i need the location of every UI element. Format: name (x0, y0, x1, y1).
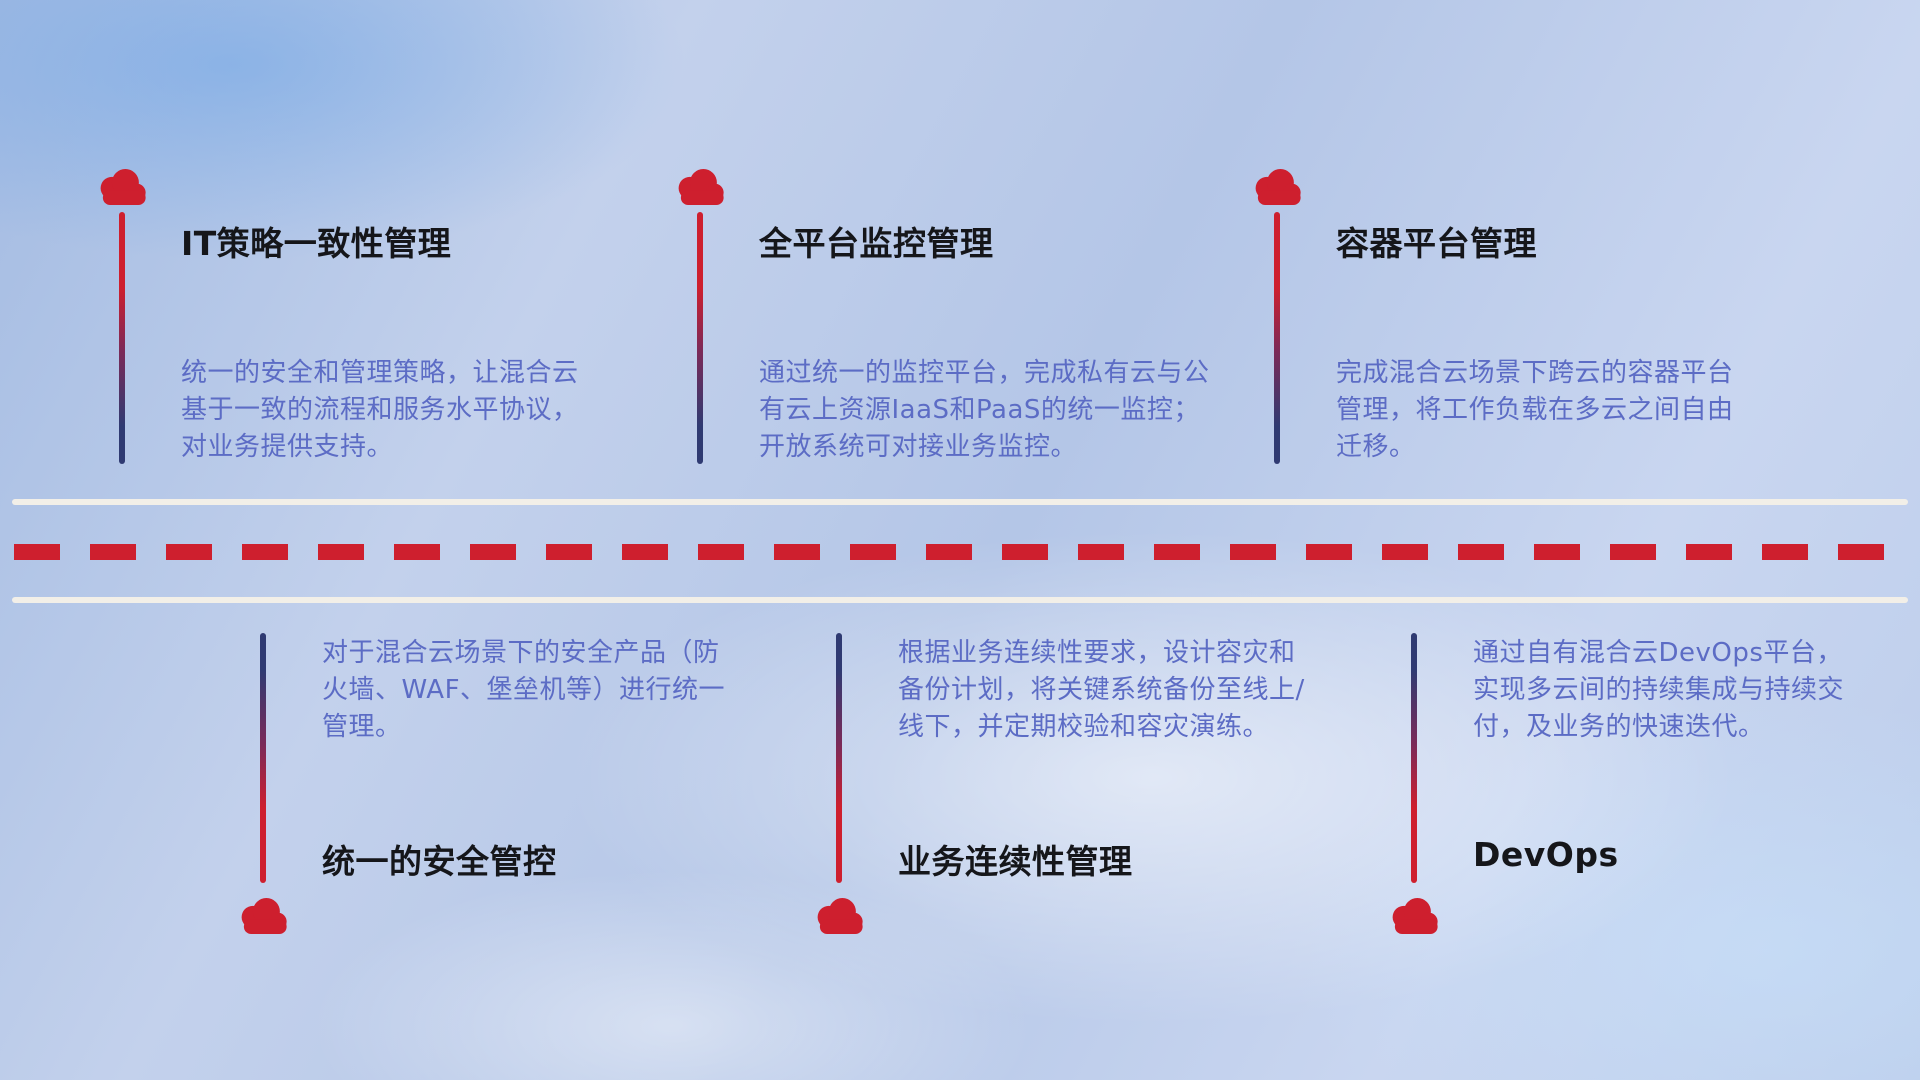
cloud-icon (1255, 169, 1301, 205)
feature-description: 通过自有混合云DevOps平台，实现多云间的持续集成与持续交付，及业务的快速迭代… (1473, 638, 1845, 742)
connector-line (697, 212, 703, 464)
feature-title: 业务连续性管理 (898, 842, 1133, 881)
feature-title: DevOps (1473, 835, 1619, 874)
cloud-icon (1392, 898, 1438, 934)
feature-item-security-control: 对于混合云场景下的安全产品（防火墙、WAF、堡垒机等）进行统一管理。 统一的安全… (236, 633, 796, 953)
feature-item-it-policy: IT策略一致性管理 统一的安全和管理策略，让混合云基于一致的流程和服务水平协议，… (95, 167, 655, 467)
connector-line (836, 633, 842, 883)
cloud-icon (241, 898, 287, 934)
connector-line (119, 212, 125, 464)
cloud-icon (817, 898, 863, 934)
feature-description: 统一的安全和管理策略，让混合云基于一致的流程和服务水平协议，对业务提供支持。 (181, 358, 579, 462)
feature-item-monitoring: 全平台监控管理 通过统一的监控平台，完成私有云与公有云上资源IaaS和PaaS的… (673, 167, 1233, 467)
connector-line (1274, 212, 1280, 464)
road-white-line-bottom (12, 597, 1908, 603)
feature-description: 完成混合云场景下跨云的容器平台管理，将工作负载在多云之间自由迁移。 (1336, 358, 1734, 462)
cloud-icon (678, 169, 724, 205)
feature-description: 对于混合云场景下的安全产品（防火墙、WAF、堡垒机等）进行统一管理。 (322, 638, 726, 742)
feature-title: 全平台监控管理 (759, 224, 994, 263)
feature-item-business-continuity: 根据业务连续性要求，设计容灾和备份计划，将关键系统备份至线上/线下，并定期校验和… (812, 633, 1372, 953)
feature-title: 统一的安全管控 (322, 842, 557, 881)
feature-item-devops: 通过自有混合云DevOps平台，实现多云间的持续集成与持续交付，及业务的快速迭代… (1387, 633, 1920, 953)
connector-line (260, 633, 266, 883)
feature-description: 根据业务连续性要求，设计容灾和备份计划，将关键系统备份至线上/线下，并定期校验和… (898, 638, 1305, 742)
cloud-icon (100, 169, 146, 205)
feature-title: 容器平台管理 (1336, 224, 1537, 263)
connector-line (1411, 633, 1417, 883)
feature-description: 通过统一的监控平台，完成私有云与公有云上资源IaaS和PaaS的统一监控；开放系… (759, 358, 1210, 462)
feature-item-container-platform: 容器平台管理 完成混合云场景下跨云的容器平台管理，将工作负载在多云之间自由迁移。 (1250, 167, 1810, 467)
road-red-dashed-line (14, 544, 1906, 560)
road-white-line-top (12, 499, 1908, 505)
feature-title: IT策略一致性管理 (181, 224, 452, 263)
